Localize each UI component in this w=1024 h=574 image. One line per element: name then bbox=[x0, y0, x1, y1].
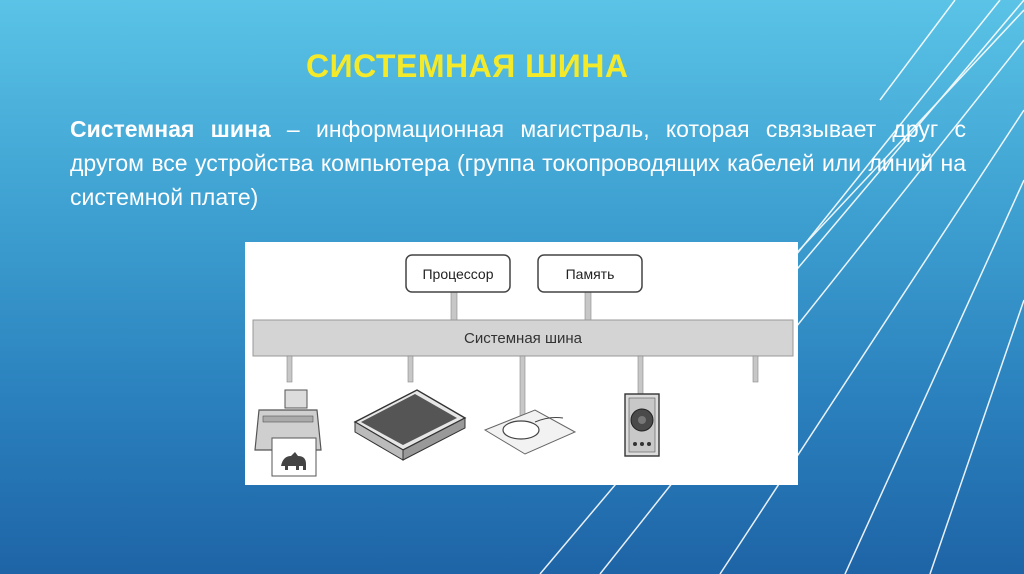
bus-label: Системная шина bbox=[464, 330, 583, 347]
scanner-icon bbox=[353, 389, 467, 461]
scanner-drop bbox=[407, 355, 414, 383]
mouse-icon bbox=[483, 409, 577, 455]
processor-label: Процессор bbox=[422, 266, 493, 282]
extra-drop bbox=[752, 355, 759, 383]
diagram-canvas: Процессор Память Системная шина bbox=[252, 254, 794, 477]
system-bus-diagram: Процессор Память Системная шина bbox=[245, 242, 798, 485]
speaker-icon bbox=[624, 393, 660, 457]
mouse-drop bbox=[519, 355, 526, 417]
slide-title: СИСТЕМНАЯ ШИНА bbox=[306, 48, 629, 84]
speaker-drop bbox=[637, 355, 644, 397]
printer-drop bbox=[286, 355, 293, 383]
processor-box bbox=[405, 254, 511, 293]
definition-term: Системная шина bbox=[70, 116, 271, 142]
definition-text: – информационная магистраль, которая свя… bbox=[70, 116, 966, 210]
memory-box bbox=[537, 254, 643, 293]
memory-label: Память bbox=[566, 266, 615, 282]
printer-icon bbox=[254, 389, 322, 477]
definition-paragraph: Системная шина – информационная магистра… bbox=[70, 112, 966, 214]
